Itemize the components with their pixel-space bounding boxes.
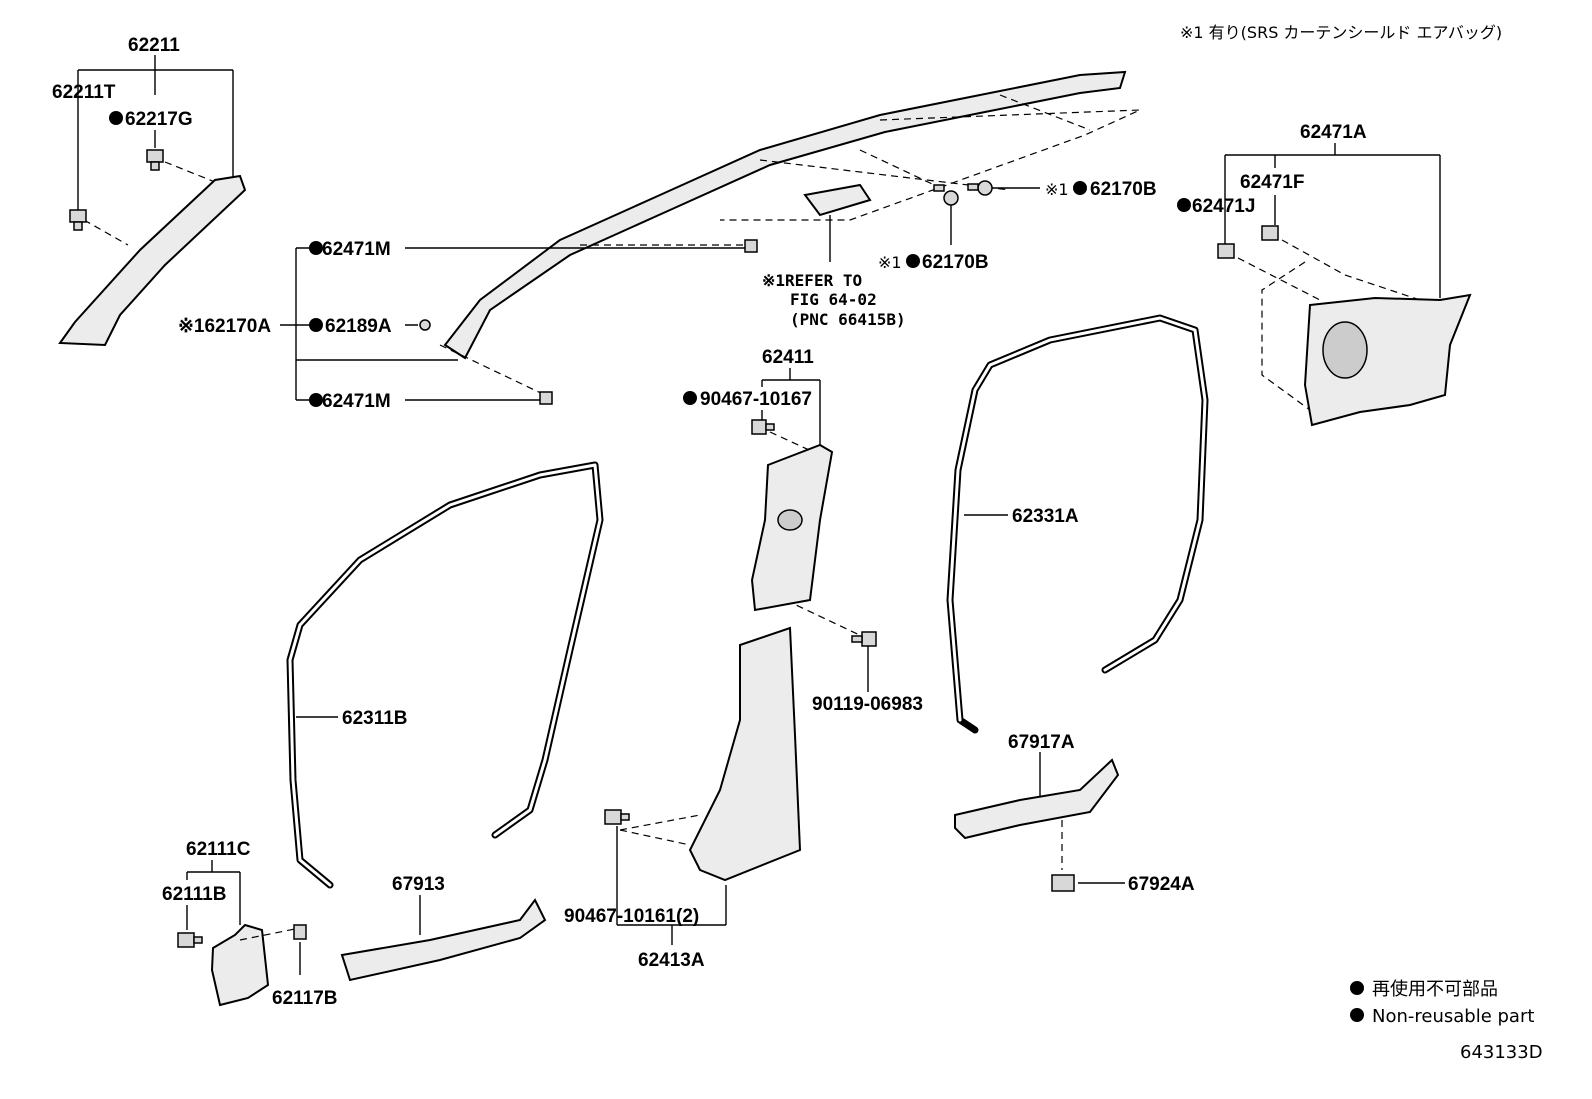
label-90119-06983: 90119-06983 (812, 694, 923, 715)
label-62170B-right-prefix: ※1 (1045, 180, 1069, 199)
label-67917A: 67917A (1008, 732, 1075, 753)
clip-62211T-icon (69, 209, 87, 231)
label-62117B: 62117B (272, 988, 338, 1009)
label-62211: 62211 (128, 35, 180, 56)
label-62411: 62411 (762, 347, 814, 368)
non-reusable-dot-icon (683, 391, 697, 405)
cowl-side-trim[interactable] (210, 923, 270, 1007)
label-62471J: 62471J (1192, 196, 1255, 217)
roof-side-rail[interactable] (443, 70, 1127, 360)
refer-note-line3: (PNC 66415B) (790, 310, 906, 329)
label-62111B: 62111B (162, 884, 226, 905)
curtain-airbag-bracket-icon (803, 183, 872, 217)
rear-scuff-plate[interactable] (954, 758, 1120, 840)
clip-62471M-bottom-icon (539, 391, 553, 405)
part-62331A-group: 62331A (946, 314, 1209, 734)
legend-dot-icon (1350, 981, 1364, 995)
label-62111C: 62111C (186, 839, 251, 860)
part-62211-group: 62211 62211T 62217G (52, 35, 247, 347)
part-62111C-group: 62111C 62111B 62117B (162, 839, 338, 1009)
non-reusable-dot-icon (1177, 198, 1191, 212)
screw-90467-10161-icon (604, 809, 630, 825)
non-reusable-dot-icon (906, 254, 920, 268)
bolt-62170B-lower-icon (933, 184, 959, 206)
roof-rail-group: 62471M ※162170A 62189A 62471M ※1 62170B … (178, 70, 1157, 412)
clip-62111B-icon (177, 932, 203, 948)
clip-62189A-icon (419, 319, 431, 331)
front-scuff-plate[interactable] (340, 898, 547, 982)
label-90467-10167: 90467-10167 (700, 389, 812, 410)
label-62170A: ※162170A (178, 316, 271, 337)
label-62170B-lower: 62170B (922, 252, 989, 273)
label-62217G: 62217G (125, 109, 193, 130)
label-62170B-right: 62170B (1090, 179, 1157, 200)
part-67913-group: 67913 (340, 874, 547, 982)
clip-62471J-icon (1217, 243, 1235, 259)
non-reusable-dot-icon (309, 393, 323, 407)
refer-note-line1: ※1REFER TO (762, 271, 862, 290)
label-62189A: 62189A (325, 316, 392, 337)
screw-90119-06983-icon (851, 631, 877, 647)
header-note: ※1 有り(SRS カーテンシールド エアバッグ) (1180, 23, 1502, 42)
a-pillar-garnish[interactable] (58, 174, 247, 347)
legend-line2: Non-reusable part (1372, 1006, 1534, 1027)
clip-62471M-top-icon (744, 239, 758, 253)
label-62471F: 62471F (1240, 172, 1304, 193)
label-67913: 67913 (392, 874, 445, 895)
non-reusable-dot-icon (1073, 181, 1087, 195)
label-62331A: 62331A (1012, 506, 1079, 527)
part-62471A-group: 62471A 62471F 62471J (1177, 122, 1472, 427)
clip-62471F-icon (1261, 225, 1279, 241)
label-90467-10161: 90467-10161(2) (564, 906, 699, 927)
nut-62117B-icon (293, 924, 307, 940)
part-67917A-group: 67917A 67924A (954, 732, 1195, 895)
clip-62217G-icon (146, 149, 164, 171)
part-62413A-group: 90467-10161(2) 62413A (564, 626, 802, 971)
part-62411-group: 62411 90467-10167 90119-06983 (683, 347, 923, 715)
screw-90467-10167-icon (751, 419, 775, 435)
label-62471M-top: 62471M (322, 239, 391, 260)
label-62311B: 62311B (342, 708, 408, 729)
legend: 再使用不可部品 Non-reusable part (1350, 979, 1534, 1027)
label-62413A: 62413A (638, 950, 705, 971)
non-reusable-dot-icon (309, 241, 323, 255)
b-pillar-lower-garnish[interactable] (688, 626, 802, 882)
part-62311B-group: 62311B (286, 461, 604, 889)
label-62471M-bottom: 62471M (322, 391, 391, 412)
label-62211T: 62211T (52, 82, 116, 103)
non-reusable-dot-icon (109, 111, 123, 125)
refer-note-line2: FIG 64-02 (790, 290, 877, 309)
non-reusable-dot-icon (309, 318, 323, 332)
front-door-weatherstrip[interactable] (286, 461, 604, 889)
speaker-opening (1322, 321, 1368, 379)
label-67924A: 67924A (1128, 874, 1195, 895)
legend-line1: 再使用不可部品 (1372, 979, 1498, 1000)
figure-code: 643133D (1460, 1042, 1543, 1063)
clip-67924A-icon (1051, 874, 1075, 892)
bolt-62170B-right-icon (967, 180, 993, 196)
label-62170B-lower-prefix: ※1 (878, 253, 902, 272)
label-62471A: 62471A (1300, 122, 1367, 143)
legend-dot-icon (1350, 1008, 1364, 1022)
seatbelt-guide (777, 509, 803, 531)
